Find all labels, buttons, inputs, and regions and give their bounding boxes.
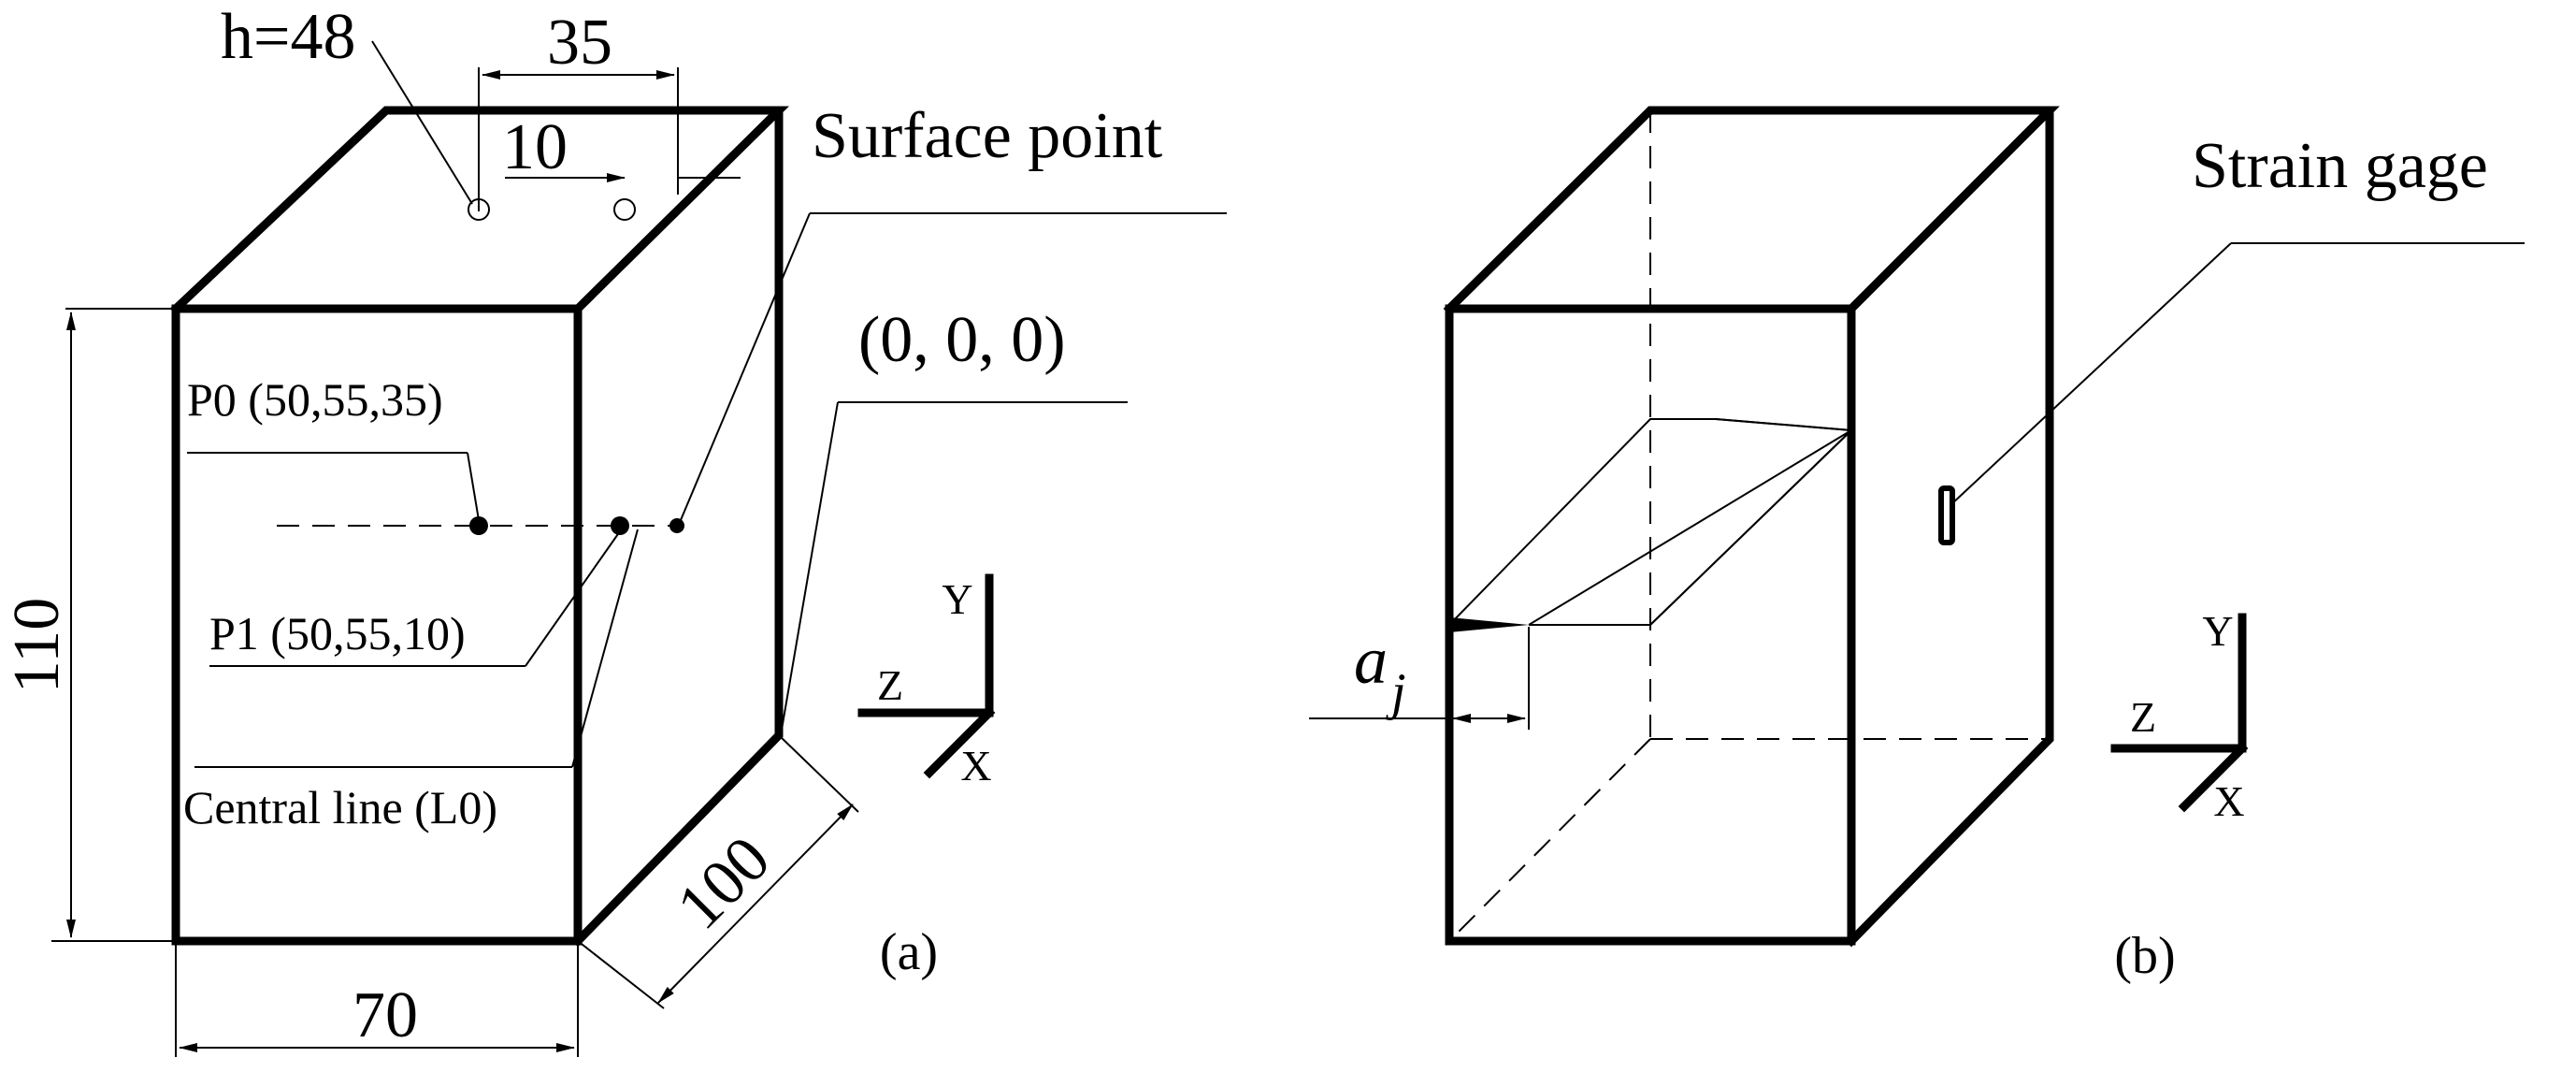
dimension-35-label: 35 xyxy=(547,7,612,79)
dimension-100-label: 100 xyxy=(664,823,784,944)
label-p1: P1 (50,55,10) xyxy=(209,607,466,659)
top-dimensions: 35 10 h=48 xyxy=(221,1,741,221)
axes-a: Y Z X xyxy=(857,573,996,790)
dimension-70: 70 xyxy=(175,941,579,1057)
dimension-70-label: 70 xyxy=(353,979,418,1051)
panel-b: aj Strain gage Y Z X (b) xyxy=(1309,106,2525,985)
dimension-110: 110 xyxy=(1,308,176,942)
dimension-10-label: 10 xyxy=(502,111,568,183)
caption-b: (b) xyxy=(2114,927,2175,985)
axis-b-y-label: Y xyxy=(2202,607,2233,655)
measurement-points: P0 (50,55,35) P1 (50,55,10) Central line… xyxy=(183,100,1227,833)
axis-b-z-label: Z xyxy=(2130,693,2156,741)
label-central-line: Central line (L0) xyxy=(183,781,497,833)
axes-b: Y Z X xyxy=(2110,607,2249,825)
dimension-h48-label: h=48 xyxy=(221,1,355,73)
axis-a-y-label: Y xyxy=(942,575,972,623)
dimension-110-label: 110 xyxy=(1,598,73,693)
panel-a: 110 70 100 35 10 h=48 xyxy=(1,1,1227,1057)
label-surface-point: Surface point xyxy=(812,100,1163,172)
block-a-outline xyxy=(169,106,789,948)
block-b-outline xyxy=(1443,106,2060,948)
hole-second xyxy=(613,198,636,221)
axis-a-z-label: Z xyxy=(877,661,903,709)
label-origin: (0, 0, 0) xyxy=(858,304,1066,376)
strain-gage: Strain gage xyxy=(1938,130,2525,545)
surface-point-marker xyxy=(669,518,684,533)
crack-length-subscript: j xyxy=(1386,663,1406,721)
hole-h48 xyxy=(468,198,490,221)
crack-length-label: aj xyxy=(1354,623,1406,721)
label-strain-gage: Strain gage xyxy=(2192,130,2488,202)
crack-length-dimension: aj xyxy=(1309,623,1530,730)
crack-tip xyxy=(1449,617,1529,632)
axis-a-x-label: X xyxy=(960,742,991,790)
crack-plane xyxy=(1448,418,1855,632)
caption-a: (a) xyxy=(880,923,938,981)
label-p0: P0 (50,55,35) xyxy=(187,373,443,426)
strain-gage-marker xyxy=(1938,485,1955,545)
axis-b-x-label: X xyxy=(2213,777,2244,825)
point-p1 xyxy=(611,516,629,535)
dimension-100: 100 xyxy=(577,734,859,1009)
block-b-hidden-edges xyxy=(1448,110,2050,942)
point-p0 xyxy=(469,516,488,535)
